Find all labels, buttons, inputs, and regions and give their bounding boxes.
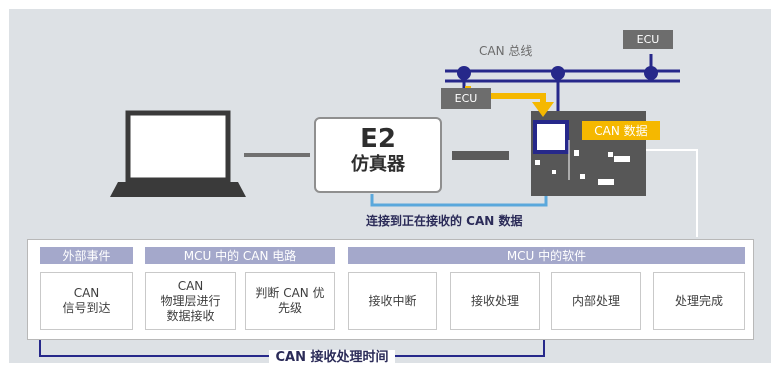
step-internal-processing: 内部处理	[551, 272, 641, 330]
emulator-subtitle: 仿真器	[351, 154, 405, 175]
step-line: CAN	[177, 278, 204, 293]
ecu-left-box: ECU	[441, 88, 491, 109]
frame-line	[645, 149, 698, 237]
connect-caption: 连接到正在接收的 CAN 数据	[366, 214, 523, 228]
can-bus	[445, 54, 680, 120]
step-receive-interrupt: 接收中断	[348, 272, 437, 330]
laptop-icon	[110, 110, 246, 197]
step-line: 先级	[277, 301, 302, 315]
e2-emulator-box: E2 仿真器	[314, 117, 442, 193]
step-line: 处理完成	[674, 293, 723, 308]
header-can-circuit: MCU 中的 CAN 电路	[145, 247, 335, 264]
step-line: 接收处理	[470, 293, 519, 308]
time-caption-text: CAN 接收处理时间	[269, 350, 395, 365]
step-line: 数据接收	[166, 308, 215, 323]
header-external-event: 外部事件	[40, 247, 133, 264]
step-line: 判断 CAN 优	[255, 286, 325, 300]
step-line: 接收中断	[368, 293, 417, 308]
emulator-title: E2	[360, 124, 396, 154]
step-line: 物理层进行	[160, 293, 221, 308]
can-data-tag: CAN 数据	[582, 121, 660, 140]
can-bus-label: CAN 总线	[479, 44, 533, 58]
time-caption: CAN 接收处理时间	[0, 346, 780, 365]
step-line: 信号到达	[62, 301, 111, 315]
ecu-top-box: ECU	[623, 30, 673, 49]
header-mcu-software: MCU 中的软件	[348, 247, 745, 264]
emulator-cable	[452, 151, 509, 160]
step-line: 内部处理	[571, 293, 620, 308]
step-receive-processing: 接收处理	[450, 272, 540, 330]
step-processing-complete: 处理完成	[653, 272, 745, 330]
step-line: CAN	[73, 286, 100, 300]
step-priority-check: 判断 CAN 优先级	[245, 272, 335, 330]
